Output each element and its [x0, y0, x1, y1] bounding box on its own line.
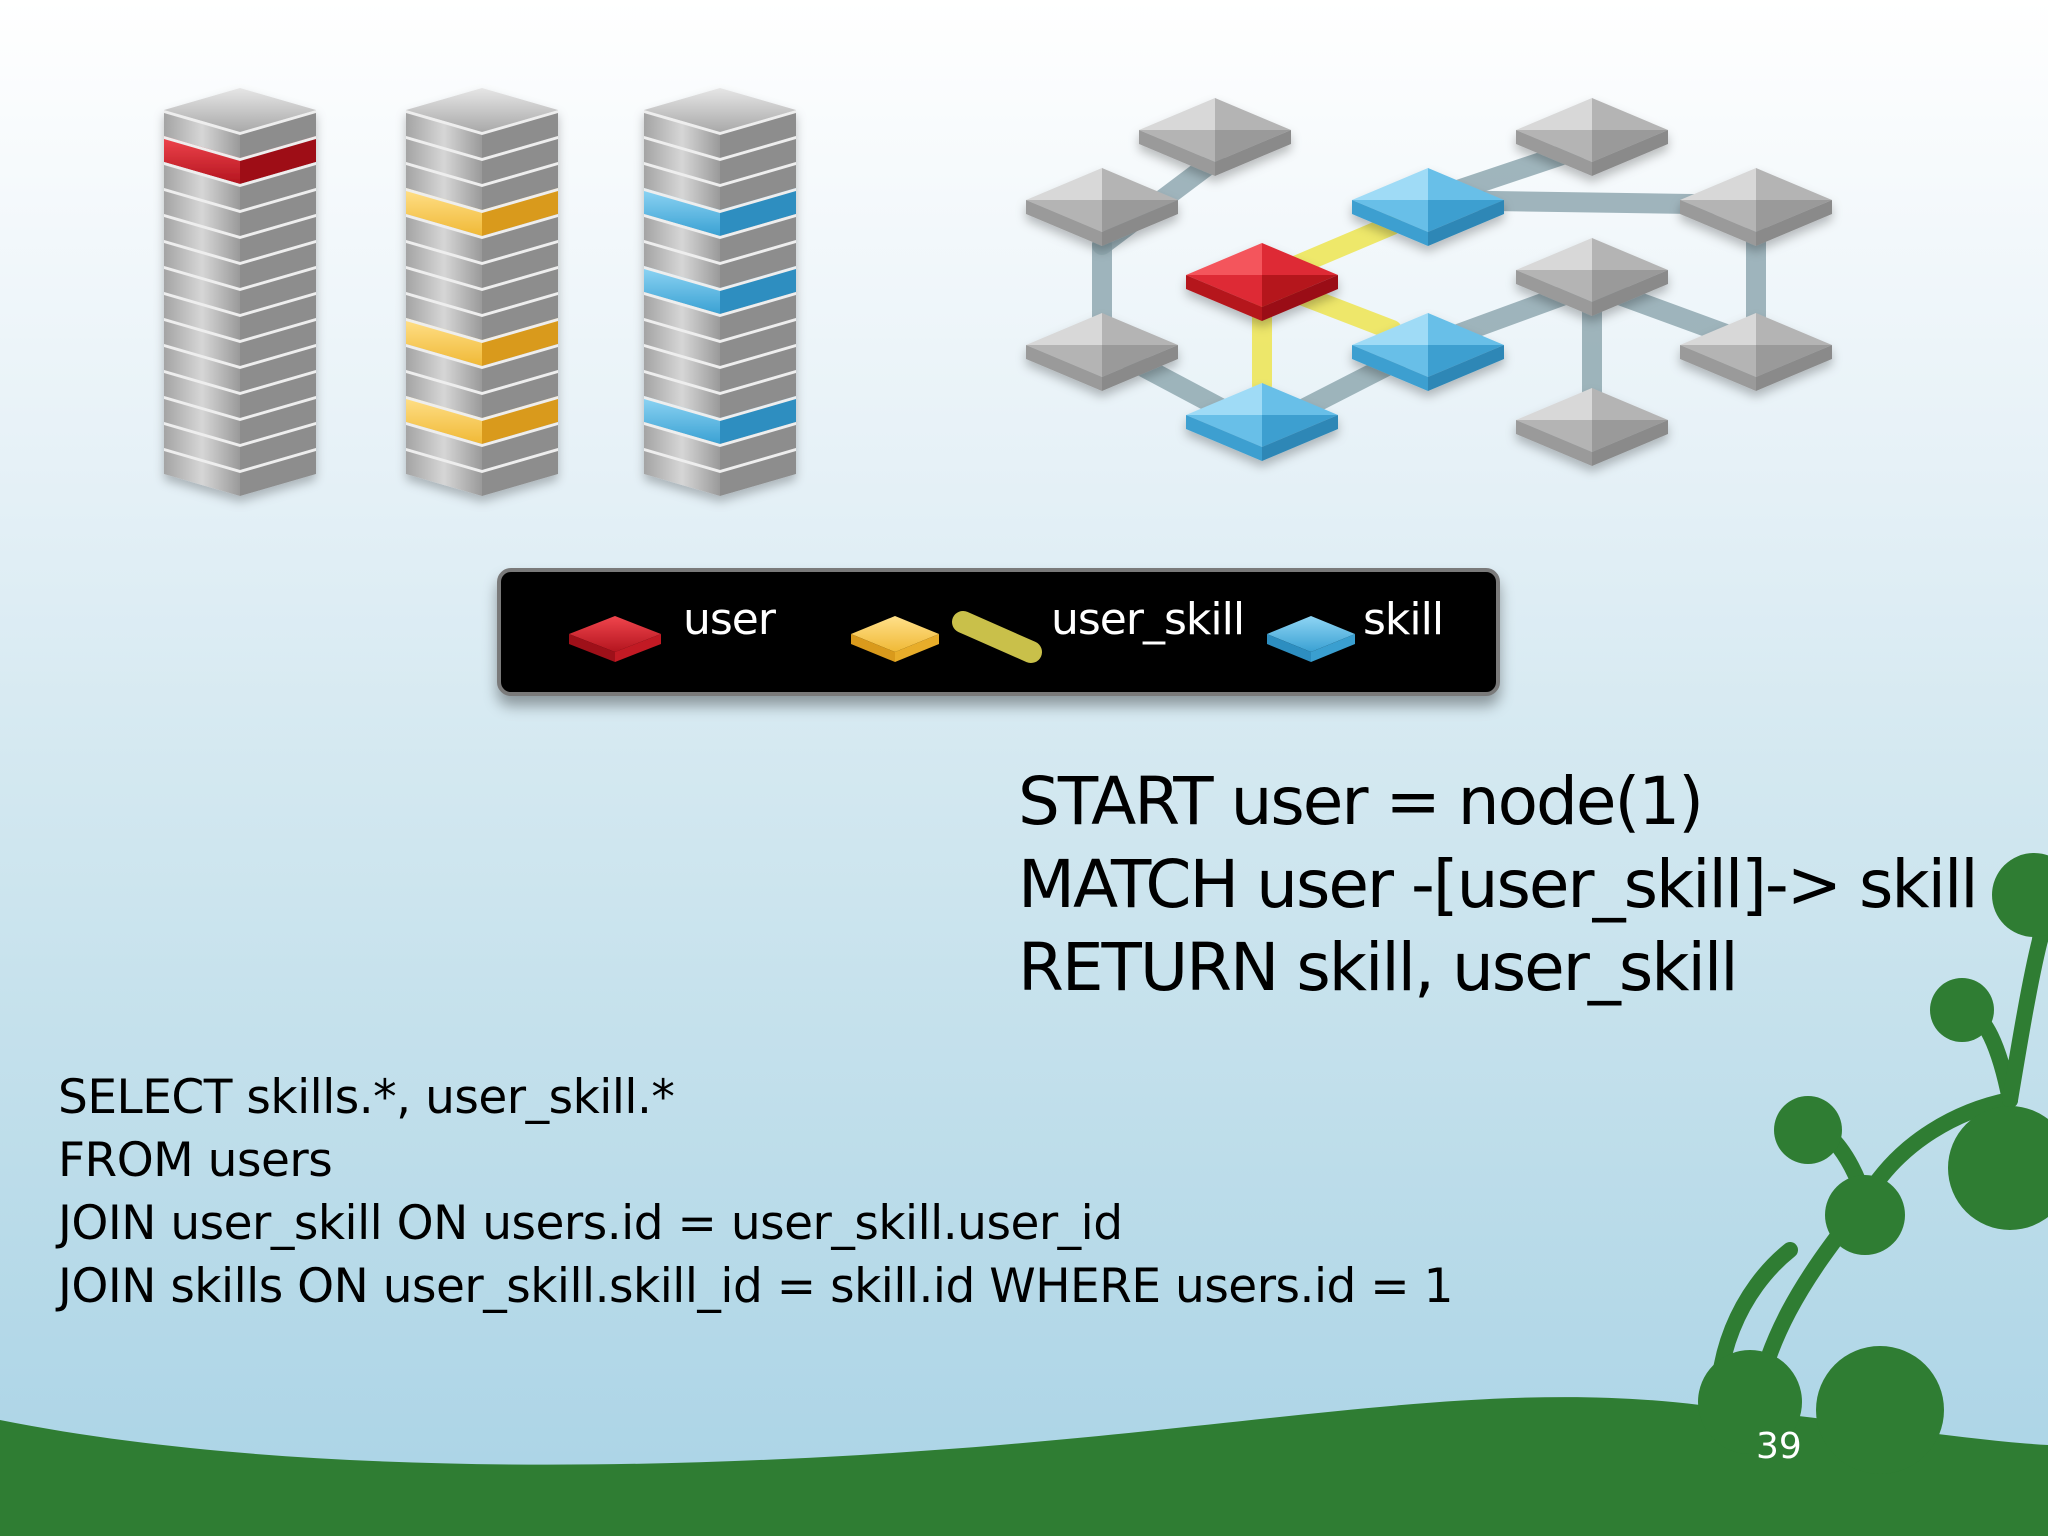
sql-line-2: FROM users: [58, 1133, 333, 1188]
user-skill-node-swatch-icon: [851, 616, 939, 662]
legend-user-label: user: [683, 594, 776, 645]
skill-node-icon: [1186, 383, 1338, 461]
graph-node-icon: [1516, 98, 1668, 176]
graph-node-icon: [1026, 313, 1178, 391]
sql-line-1: SELECT skills.*, user_skill.*: [58, 1070, 675, 1125]
user-skill-edge-swatch-icon: [952, 611, 1042, 663]
legend-user-skill-label: user_skill: [1051, 594, 1245, 645]
cypher-line-1: START user = node(1): [1018, 763, 1704, 840]
graph-node-icon: [1139, 98, 1291, 176]
skill-swatch-icon: [1267, 616, 1355, 662]
table-stacks: [164, 88, 796, 496]
sql-query: SELECT skills.*, user_skill.* FROM users…: [58, 1066, 1454, 1318]
cypher-line-2: MATCH user -[user_skill]-> skill: [1018, 846, 1979, 923]
graph-node-icon: [1026, 168, 1178, 246]
users-table-stack-icon: [164, 88, 316, 496]
graph-nodes: [1026, 98, 1832, 466]
graph-node-icon: [1516, 238, 1668, 316]
skills-table-stack-icon: [644, 88, 796, 496]
vine-decoration: [0, 853, 2048, 1536]
graph-node-icon: [1516, 388, 1668, 466]
sql-line-3: JOIN user_skill ON users.id = user_skill…: [58, 1196, 1123, 1251]
legend-skill-label: skill: [1363, 594, 1444, 645]
user-swatch-icon: [569, 616, 661, 662]
skill-node-icon: [1352, 168, 1504, 246]
sql-line-4: JOIN skills ON user_skill.skill_id = ski…: [58, 1259, 1454, 1314]
cypher-line-3: RETURN skill, user_skill: [1018, 929, 1739, 1006]
graph-node-icon: [1680, 168, 1832, 246]
graph-node-icon: [1680, 313, 1832, 391]
page-number: 39: [1756, 1426, 1802, 1467]
legend-swatches: [569, 611, 1355, 663]
skill-node-icon: [1352, 313, 1504, 391]
cypher-query: START user = node(1) MATCH user -[user_s…: [1018, 760, 1979, 1009]
legend: user user_skill skill: [497, 568, 1500, 696]
user-skill-table-stack-icon: [406, 88, 558, 496]
user-node-icon: [1186, 243, 1338, 321]
